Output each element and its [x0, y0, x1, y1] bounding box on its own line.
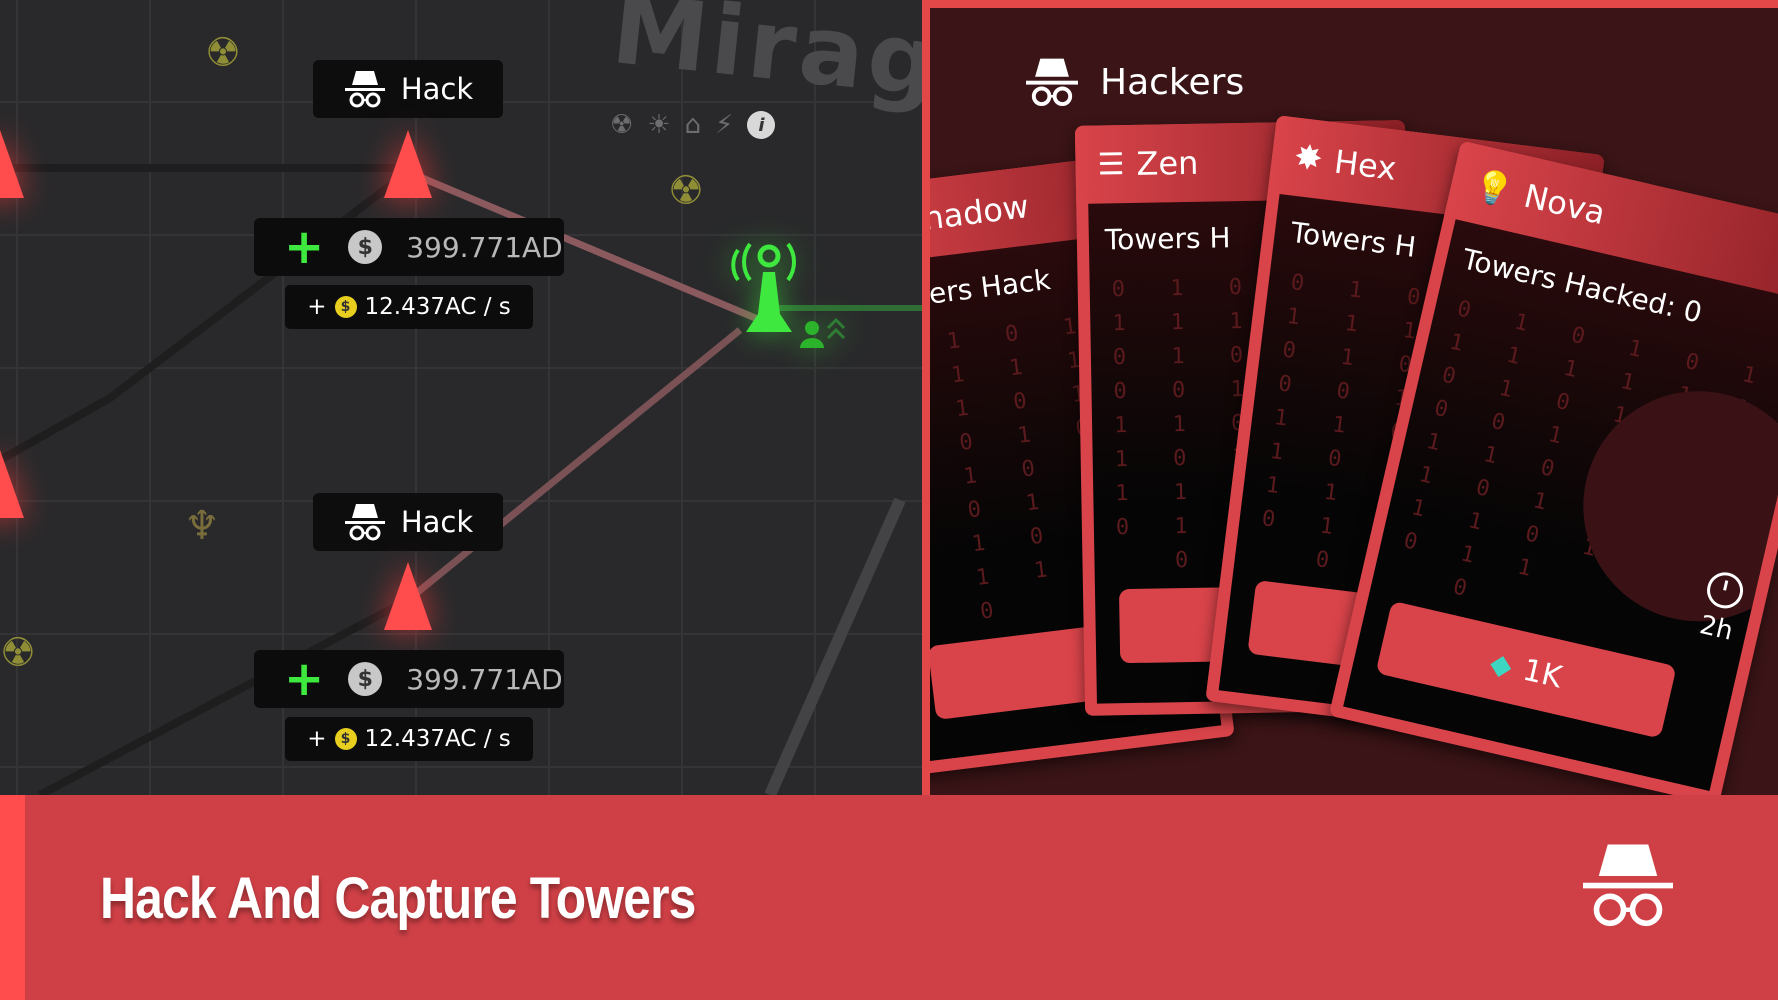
income-value: 399.771AD	[406, 662, 563, 696]
target-tower-icon[interactable]	[384, 130, 432, 198]
tower-income: + $ 399.771AD	[254, 650, 564, 708]
banner-accent	[0, 795, 25, 1000]
card-name: Shadow	[922, 187, 1031, 241]
radiation-hazard-icon: ☢	[668, 168, 704, 214]
hack-button[interactable]: Hack	[313, 493, 503, 551]
spy-icon	[1583, 844, 1673, 927]
coin-icon: $	[348, 230, 383, 264]
hack-label: Hack	[400, 72, 474, 106]
rate-prefix: +	[307, 294, 327, 320]
game-map[interactable]: Mirag ☢ ☀ ⌂ ⚡ i ☢ ☢ ☢ ♆ Hack + $ 399.771…	[0, 0, 922, 795]
info-icon[interactable]: i	[747, 111, 776, 139]
income-rate: + $ 12.437AC / s	[285, 717, 533, 761]
hackers-panel: Hackers ◐ Shadow 0 1 0 1 0 1 1 1 1 1 1 1…	[922, 0, 1778, 795]
tower-income: + $ 399.771AD	[254, 218, 564, 276]
add-icon[interactable]: +	[284, 651, 325, 707]
radiation-icon: ☢	[610, 110, 634, 140]
sun-icon: ☀	[647, 110, 671, 140]
income-value: 399.771AD	[406, 230, 563, 264]
card-name: Nova	[1520, 176, 1609, 233]
hack-button[interactable]: Hack	[313, 60, 503, 118]
cactus-icon: ♆	[184, 503, 220, 549]
plug-icon: ⚡	[715, 110, 734, 140]
income-rate: + $ 12.437AC / s	[285, 285, 533, 329]
card-name: Zen	[1136, 143, 1199, 183]
panel-title: Hackers	[1100, 61, 1245, 103]
gem-icon: ◆	[1487, 645, 1516, 683]
banner-title: Hack And Capture Towers	[100, 866, 696, 931]
sparkle-icon: ✸	[1291, 136, 1325, 180]
rate-value: 12.437AC / s	[364, 726, 511, 752]
owned-tower-icon[interactable]	[722, 232, 852, 352]
spy-icon	[1026, 58, 1078, 107]
stacked-stones-icon: ☰	[1097, 146, 1125, 183]
map-connections	[0, 164, 922, 795]
add-icon[interactable]: +	[284, 219, 325, 275]
ruined-house-icon: ⌂	[684, 110, 702, 140]
gold-coin-icon: $	[334, 728, 357, 750]
card-name: Hex	[1332, 142, 1399, 188]
rate-prefix: +	[307, 726, 327, 752]
towers-hacked: Towers H	[1104, 221, 1231, 257]
radiation-hazard-icon: ☢	[0, 630, 36, 676]
region-status-icons: ☢ ☀ ⌂ ⚡ i	[610, 110, 776, 140]
spy-icon	[344, 71, 385, 108]
radiation-hazard-icon: ☢	[205, 30, 241, 76]
target-tower-icon[interactable]	[384, 562, 432, 630]
hack-label: Hack	[400, 505, 474, 539]
spy-icon	[344, 504, 385, 541]
towers-hacked: Towers Hack	[922, 262, 1053, 317]
towers-hacked: Towers H	[1289, 215, 1418, 264]
lightbulb-circuit-icon: 💡	[1469, 165, 1518, 211]
enemy-tower-icon[interactable]	[0, 130, 24, 198]
panel-header: Hackers	[1022, 56, 1244, 108]
rate-value: 12.437AC / s	[364, 294, 511, 320]
enemy-tower-icon[interactable]	[0, 450, 24, 518]
promo-banner: Hack And Capture Towers	[0, 795, 1778, 1000]
coin-icon: $	[348, 662, 383, 696]
price-value: 1K	[1519, 652, 1566, 695]
gold-coin-icon: $	[334, 296, 357, 318]
